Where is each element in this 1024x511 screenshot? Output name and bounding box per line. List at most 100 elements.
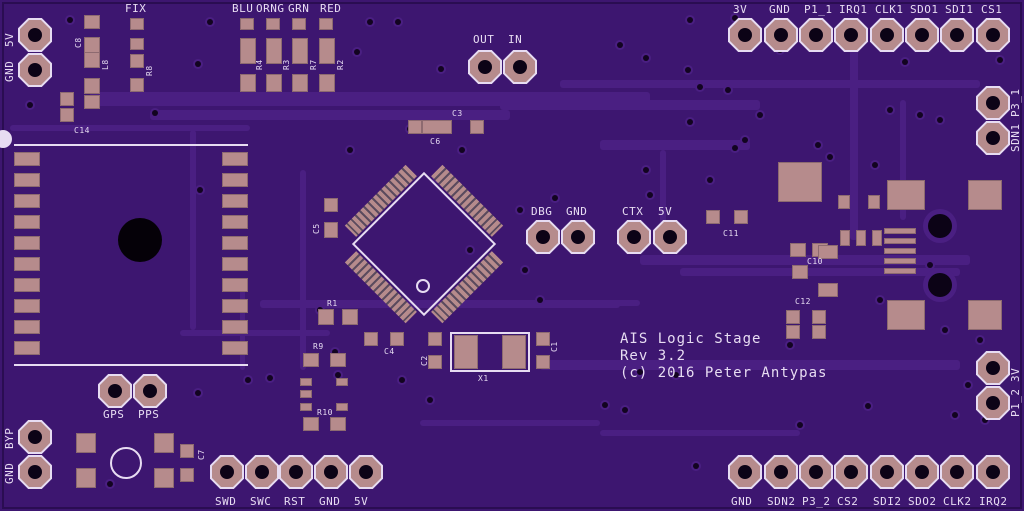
header-pin-gps[interactable] — [98, 374, 132, 408]
header-pin-swc[interactable] — [245, 455, 279, 489]
header-pin-p3_1[interactable] — [976, 86, 1010, 120]
pad — [887, 300, 925, 330]
header-pin-gnd[interactable] — [764, 18, 798, 52]
header-pin-gnd[interactable] — [314, 455, 348, 489]
silkscreen-label: R10 — [317, 408, 333, 417]
silkscreen-label: R7 — [309, 59, 318, 70]
pad — [840, 230, 850, 246]
pad — [14, 152, 40, 166]
header-pin-swd[interactable] — [210, 455, 244, 489]
via — [787, 342, 793, 348]
pad — [240, 38, 256, 64]
header-pin-clk2[interactable] — [940, 455, 974, 489]
title-block: AIS Logic Stage Rev 3.2 (c) 2016 Peter A… — [620, 331, 827, 382]
silkscreen-label: R2 — [336, 59, 345, 70]
header-pin-ctx[interactable] — [617, 220, 651, 254]
thermal-pad — [778, 162, 822, 202]
header-pin-clk1[interactable] — [870, 18, 904, 52]
header-pin-rst[interactable] — [279, 455, 313, 489]
silkscreen-label: P1_2 — [1009, 388, 1022, 418]
silkscreen-label: SDO1 — [910, 3, 939, 16]
header-pin-3v[interactable] — [976, 351, 1010, 385]
crystal-pad — [502, 335, 526, 369]
trace — [190, 130, 196, 330]
via — [399, 377, 405, 383]
header-pin-sdi2[interactable] — [870, 455, 904, 489]
silkscreen-label: R9 — [313, 342, 324, 351]
header-pin-dbg[interactable] — [526, 220, 560, 254]
gps-mount-hole — [118, 218, 162, 262]
pad — [84, 95, 100, 109]
pad — [812, 310, 826, 324]
header-pin-sdo1[interactable] — [905, 18, 939, 52]
via — [673, 372, 679, 378]
header-pin-sdo2[interactable] — [905, 455, 939, 489]
fiducial — [0, 130, 12, 148]
silkscreen-label: GRN — [288, 2, 310, 15]
via — [927, 262, 933, 268]
header-pin-5v[interactable] — [18, 18, 52, 52]
pad — [818, 245, 838, 259]
silkscreen-label: 3V — [1009, 367, 1022, 382]
header-pin-cs2[interactable] — [834, 455, 868, 489]
trace — [560, 80, 980, 88]
via — [707, 177, 713, 183]
via — [467, 247, 473, 253]
header-pin-p1_1[interactable] — [799, 18, 833, 52]
header-pin-gnd[interactable] — [18, 455, 52, 489]
pad — [130, 78, 144, 92]
pad — [266, 18, 280, 30]
header-pin-gnd[interactable] — [18, 53, 52, 87]
silkscreen-label: X1 — [478, 374, 489, 383]
via — [354, 49, 360, 55]
silkscreen-label: SDI1 — [945, 3, 974, 16]
header-pin-3v[interactable] — [728, 18, 762, 52]
header-pin-irq1[interactable] — [834, 18, 868, 52]
silkscreen-label: P3_2 — [802, 495, 831, 508]
pad — [706, 210, 720, 224]
pad — [336, 378, 348, 386]
via — [643, 55, 649, 61]
header-pin-in[interactable] — [503, 50, 537, 84]
header-pin-cs1[interactable] — [976, 18, 1010, 52]
silkscreen-label: GND — [731, 495, 753, 508]
pad — [154, 433, 174, 453]
pad — [536, 355, 550, 369]
via — [952, 412, 958, 418]
header-pin-pps[interactable] — [133, 374, 167, 408]
header-pin-sdn1[interactable] — [976, 121, 1010, 155]
silkscreen-label: RED — [320, 2, 342, 15]
header-pin-p1_2[interactable] — [976, 386, 1010, 420]
header-pin-gnd[interactable] — [561, 220, 595, 254]
pad — [180, 468, 194, 482]
silkscreen-label: BYP — [3, 427, 16, 449]
pad — [300, 378, 312, 386]
header-pin-p3_2[interactable] — [799, 455, 833, 489]
pad — [222, 173, 248, 187]
via — [797, 422, 803, 428]
header-pin-byp[interactable] — [18, 420, 52, 454]
silkscreen-label: GND — [3, 462, 16, 484]
via — [725, 87, 731, 93]
header-pin-sdn2[interactable] — [764, 455, 798, 489]
silkscreen-label: CLK2 — [943, 495, 972, 508]
silkscreen-label: SDI2 — [873, 495, 902, 508]
header-pin-out[interactable] — [468, 50, 502, 84]
pad — [222, 278, 248, 292]
via — [827, 154, 833, 160]
pad — [222, 236, 248, 250]
pad — [884, 248, 916, 254]
mount-hole — [928, 214, 952, 238]
pad — [818, 283, 838, 297]
via — [982, 417, 988, 423]
silkscreen-label: C4 — [384, 347, 395, 356]
header-pin-sdi1[interactable] — [940, 18, 974, 52]
header-pin-5v[interactable] — [349, 455, 383, 489]
header-pin-irq2[interactable] — [976, 455, 1010, 489]
header-pin-5v[interactable] — [653, 220, 687, 254]
pad — [300, 403, 312, 411]
header-pin-gnd[interactable] — [728, 455, 762, 489]
via — [537, 297, 543, 303]
pad — [76, 468, 96, 488]
